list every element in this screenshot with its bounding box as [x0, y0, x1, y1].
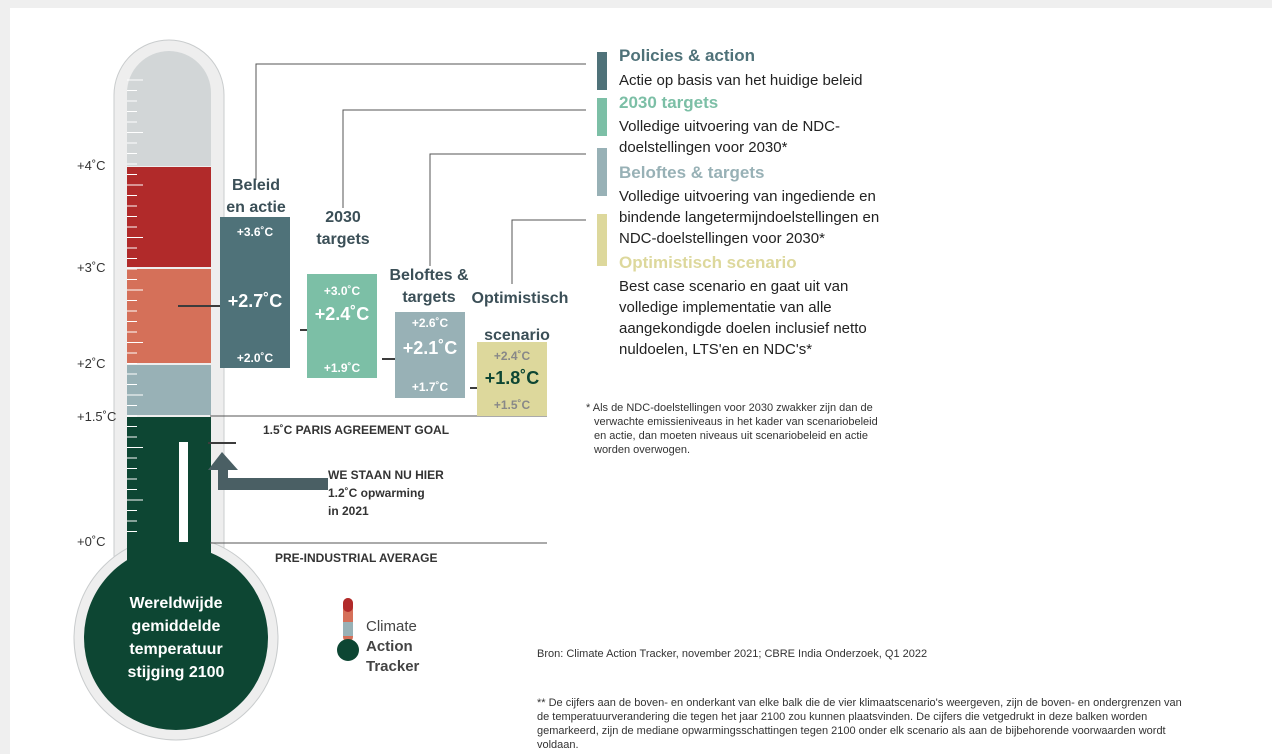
source-text: Bron: Climate Action Tracker, november 2… — [537, 648, 928, 660]
legend-swatch-policies — [597, 52, 607, 90]
segment-orange — [127, 269, 211, 363]
segment-red — [127, 167, 211, 267]
bar-beleid: +3.6˚C +2.7˚C +2.0˚C — [220, 217, 290, 368]
connector-1 — [255, 63, 586, 180]
legend-swatch-optimistisch — [597, 214, 607, 266]
connector-2 — [342, 109, 586, 208]
legend-title-beloftes: Beloftes & targets — [619, 163, 765, 182]
y-label-0: +0˚C — [77, 534, 106, 549]
legend-title-policies: Policies & action — [619, 46, 756, 65]
bar-beloftes: +2.6˚C +2.1˚C +1.7˚C — [395, 312, 465, 398]
footnote-star: * Als de NDC-doelstellingen voor 2030 zw… — [586, 402, 878, 456]
thermometer-bulb — [84, 546, 268, 730]
y-label-3: +3˚C — [77, 260, 106, 275]
legend-desc-policies: Actie op basis van het huidige beleid — [619, 72, 863, 89]
footnote-double: ** De cijfers aan de boven- en onderkant… — [537, 697, 1182, 751]
connector-4 — [511, 219, 586, 284]
y-label-1-5: +1.5˚C — [77, 409, 117, 424]
legend-swatch-beloftes — [597, 148, 607, 196]
legend-swatch-2030 — [597, 98, 607, 136]
logo-bulb — [337, 639, 359, 661]
legend-title-optimistisch: Optimistisch scenario — [619, 253, 797, 272]
segment-bluegrey — [127, 365, 211, 415]
legend-desc-2030: Volledige uitvoering van de NDC-doelstel… — [619, 118, 840, 156]
infographic-canvas: +4˚C +3˚C +2˚C +1.5˚C +0˚C Wereldwijde g… — [10, 8, 1272, 754]
y-label-4: +4˚C — [77, 158, 106, 173]
scale-ticks — [127, 79, 143, 532]
heading-optimistisch: Optimistisch — [471, 290, 569, 307]
bar-optimistisch: +2.4˚C +1.8˚C +1.5˚C — [477, 342, 547, 416]
current-level-bar — [179, 442, 188, 542]
connector-3 — [429, 153, 586, 266]
preindustrial-label: PRE-INDUSTRIAL AVERAGE — [275, 551, 438, 565]
y-label-2: +2˚C — [77, 356, 106, 371]
now-arrow — [208, 452, 328, 490]
legend-title-2030: 2030 targets — [619, 93, 719, 112]
paris-goal-label: 1.5˚C PARIS AGREEMENT GOAL — [263, 423, 450, 437]
logo-text: Climate Action Tracker — [366, 618, 420, 675]
heading-scenario: scenario — [484, 327, 550, 344]
bulb-label: Wereldwijde gemiddelde temperatuur stijg… — [127, 595, 225, 681]
thermometer-graphic — [73, 39, 586, 741]
bar-2030: +3.0˚C +2.4˚C +1.9˚C — [307, 274, 377, 378]
segment-grey — [127, 51, 211, 166]
heading-beloftes: Beloftes &targets — [389, 267, 469, 306]
